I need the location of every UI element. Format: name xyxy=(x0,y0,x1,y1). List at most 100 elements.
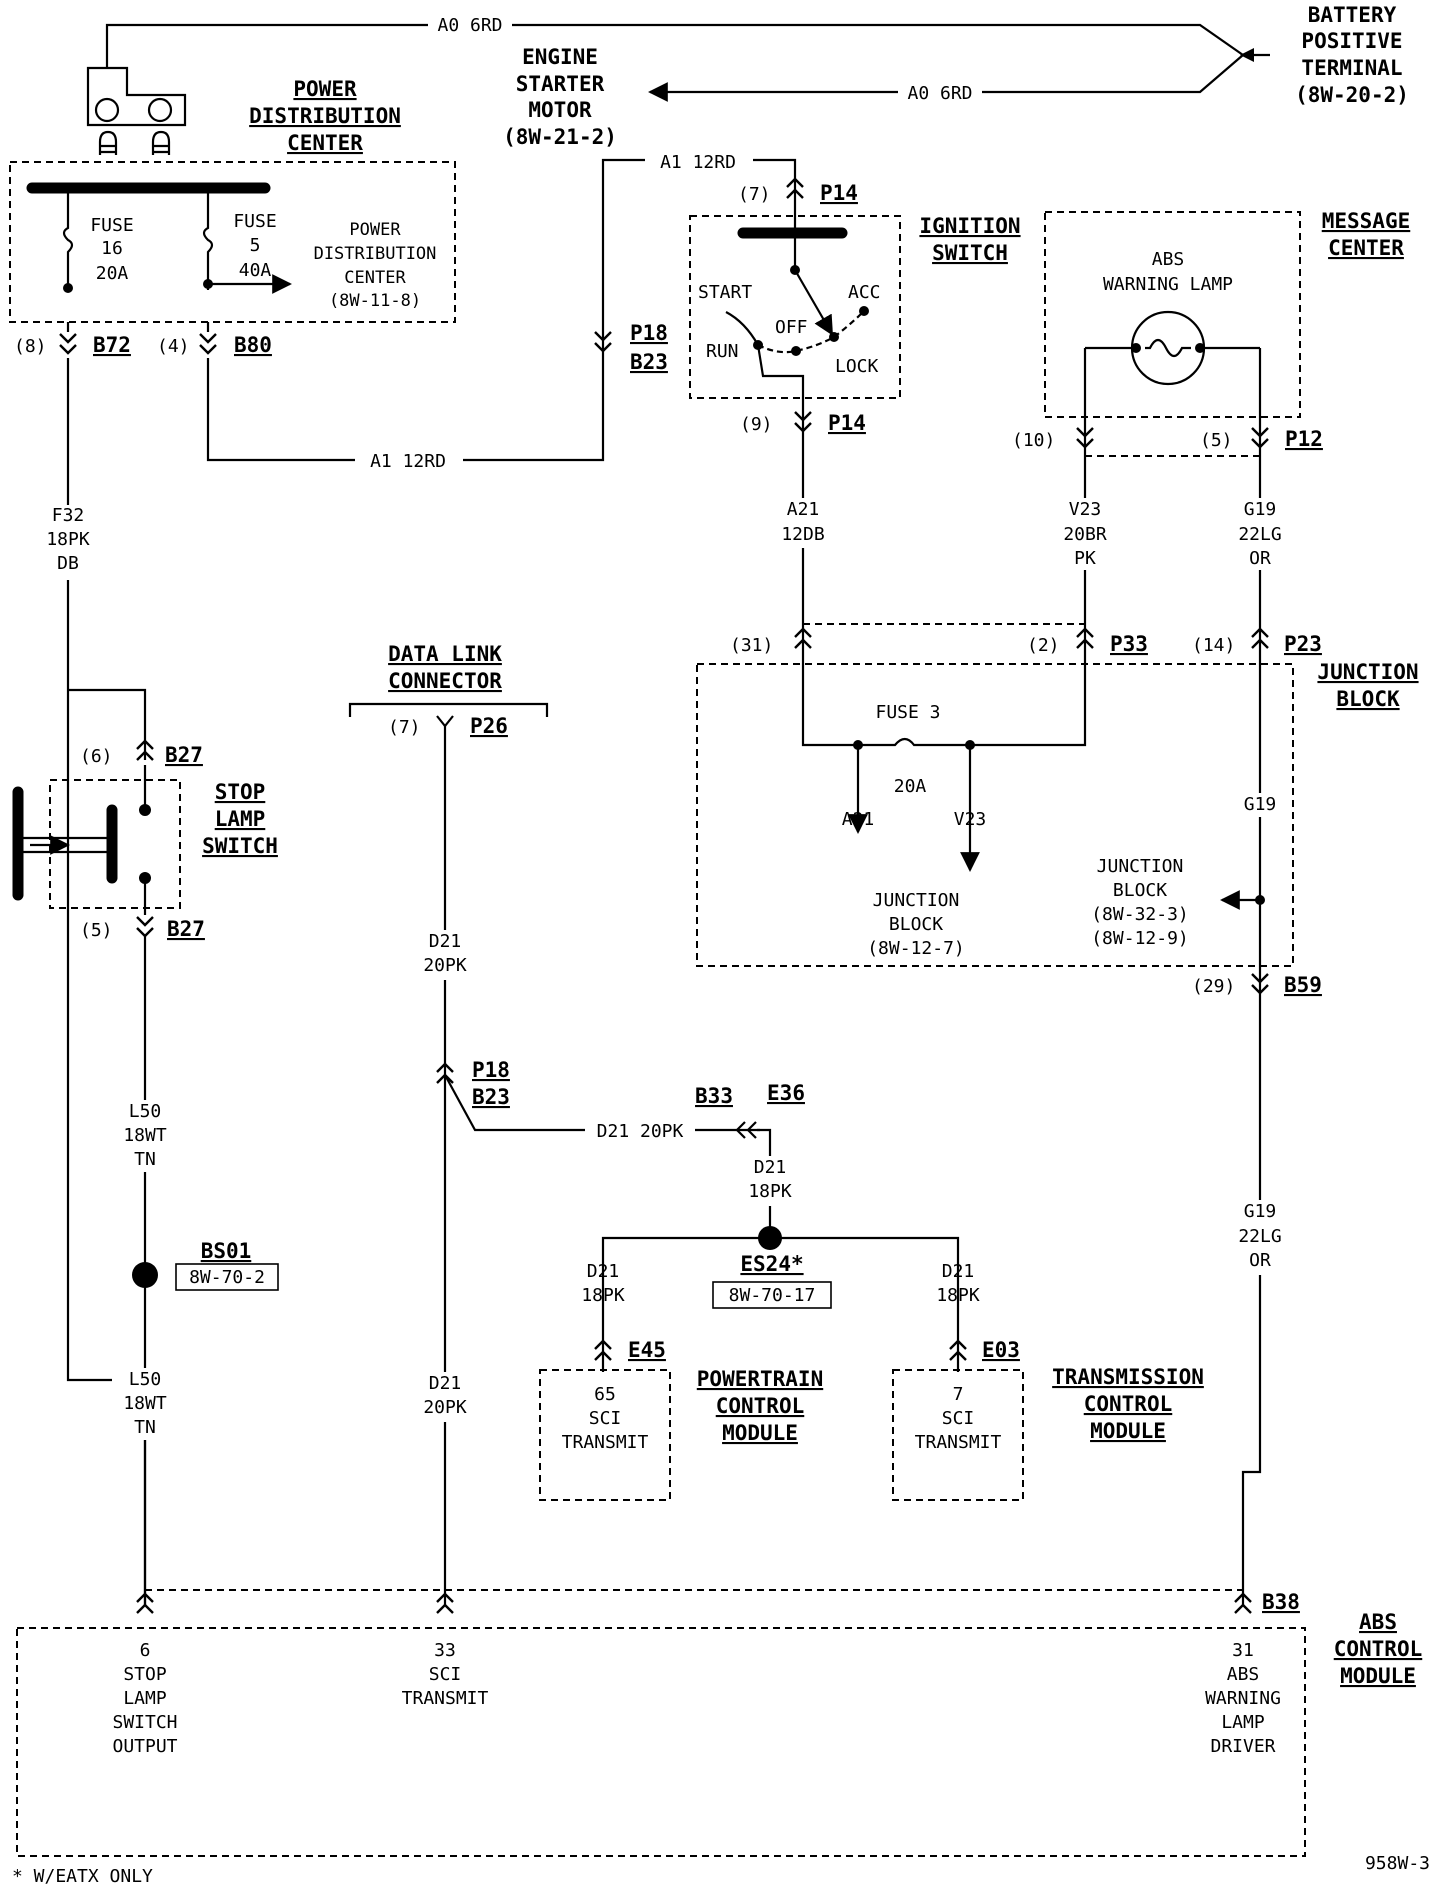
pdc-ref-line3: CENTER xyxy=(344,268,406,288)
p18-mid-name: P18 xyxy=(472,1058,510,1082)
jb-ref-right-line3: (8W-32-3) xyxy=(1091,904,1189,925)
wire-l50-bottom-line2: 18WT xyxy=(123,1393,167,1414)
b27-bottom-name: B27 xyxy=(167,917,205,941)
pdc-ref-line1: POWER xyxy=(349,220,401,240)
pdc-title-line3: CENTER xyxy=(287,131,363,155)
abs-title-line2: CONTROL xyxy=(1334,1637,1423,1661)
msgctr-title-line1: MESSAGE xyxy=(1322,209,1411,233)
wire-d21-tcm-line2: 18PK xyxy=(936,1285,980,1306)
wire-f32-line2: 18PK xyxy=(46,529,90,550)
b59-pin: (29) xyxy=(1192,976,1235,997)
fuse5-line2: 5 xyxy=(250,235,261,256)
abs-title-line1: ABS xyxy=(1359,1610,1397,1634)
abs-lamp-line1: ABS xyxy=(1152,249,1185,270)
wire-f32-line3: DB xyxy=(57,553,79,574)
battery-title-line1: BATTERY xyxy=(1308,3,1397,27)
dlc-title-line1: DATA LINK xyxy=(388,642,502,666)
wire-a0-starter: A0 6RD xyxy=(907,83,972,104)
fuse16-line1: FUSE xyxy=(90,215,133,236)
p12-pin: (5) xyxy=(1200,430,1233,451)
pcm-pin-line3: TRANSMIT xyxy=(562,1432,649,1453)
wire-d21-bottom-line1: D21 xyxy=(429,1373,462,1394)
sls-title-line1: STOP xyxy=(215,780,266,804)
wire-d21-dlc-line2: 20PK xyxy=(423,955,467,976)
p26-pin: (7) xyxy=(388,717,421,738)
msgctr-title-line2: CENTER xyxy=(1328,236,1404,260)
wire-d21-horiz: D21 20PK xyxy=(597,1121,684,1142)
wire-v23-line2: 20BR xyxy=(1063,524,1107,545)
wire-d21-e36-line1: D21 xyxy=(754,1157,787,1178)
bs01-name: BS01 xyxy=(201,1239,252,1263)
tcm-pin-line1: 7 xyxy=(953,1384,964,1405)
wire-a1-bottom: A1 12RD xyxy=(370,451,446,472)
bs01-ref: 8W-70-2 xyxy=(189,1267,265,1288)
abs-pin6-line2: STOP xyxy=(123,1664,167,1685)
wire-a21-line2: 12DB xyxy=(781,524,824,545)
abs-pin33-line3: TRANSMIT xyxy=(402,1688,489,1709)
starter-title-line3: MOTOR xyxy=(528,98,592,122)
ign-acc: ACC xyxy=(848,282,881,303)
jb-fuse: FUSE 3 xyxy=(875,702,940,723)
fuse16-line2: 16 xyxy=(101,238,123,259)
e36-name: E36 xyxy=(767,1081,805,1105)
wire-d21-pcm-line2: 18PK xyxy=(581,1285,625,1306)
p14-top-name: P14 xyxy=(820,181,858,205)
page-code: 958W-3 xyxy=(1365,1853,1430,1874)
wire-l50-bottom-line3: TN xyxy=(134,1417,156,1438)
wire-l50-top-line3: TN xyxy=(134,1149,156,1170)
fuse16-line3: 20A xyxy=(96,263,129,284)
es24-name: ES24* xyxy=(740,1252,803,1276)
pdc-ref-line2: DISTRIBUTION xyxy=(314,244,437,264)
wire-d21-bottom-line2: 20PK xyxy=(423,1397,467,1418)
abs-pin33-line2: SCI xyxy=(429,1664,462,1685)
p18-top-name2: B23 xyxy=(630,350,668,374)
dlc-title-line2: CONNECTOR xyxy=(388,669,502,693)
wire-l50-top-line1: L50 xyxy=(129,1101,162,1122)
battery-ref: (8W-20-2) xyxy=(1295,83,1409,107)
wire-a1-top: A1 12RD xyxy=(660,152,736,173)
wire-g19-top-line2: 22LG xyxy=(1238,524,1281,545)
tcm-title-line2: CONTROL xyxy=(1084,1392,1173,1416)
wire-l50-bottom-line1: L50 xyxy=(129,1369,162,1390)
b59-name: B59 xyxy=(1284,973,1322,997)
jb-ref-right-line2: BLOCK xyxy=(1113,880,1167,901)
abs-lamp-line2: WARNING LAMP xyxy=(1103,274,1233,295)
p23-pin: (14) xyxy=(1192,635,1235,656)
e03-name: E03 xyxy=(982,1338,1020,1362)
b33-name: B33 xyxy=(695,1084,733,1108)
pcm-pin-line2: SCI xyxy=(589,1408,622,1429)
b80-pin: (4) xyxy=(157,336,190,357)
pcm-pin-line1: 65 xyxy=(594,1384,616,1405)
wire-d21-pcm-line1: D21 xyxy=(587,1261,620,1282)
abs-pin31-line5: DRIVER xyxy=(1210,1736,1275,1757)
b27-top-name: B27 xyxy=(165,743,203,767)
tcm-pin-line3: TRANSMIT xyxy=(915,1432,1002,1453)
p14-bottom-pin: (9) xyxy=(740,414,773,435)
abs-pin6-line5: OUTPUT xyxy=(112,1736,177,1757)
b38-name: B38 xyxy=(1262,1590,1300,1614)
b27-top-pin: (6) xyxy=(80,746,113,767)
abs-pin33-line1: 33 xyxy=(434,1640,456,1661)
pcm-title-line1: POWERTRAIN xyxy=(697,1367,823,1391)
wire-d21-e36-line2: 18PK xyxy=(748,1181,792,1202)
p18-top-name: P18 xyxy=(630,321,668,345)
